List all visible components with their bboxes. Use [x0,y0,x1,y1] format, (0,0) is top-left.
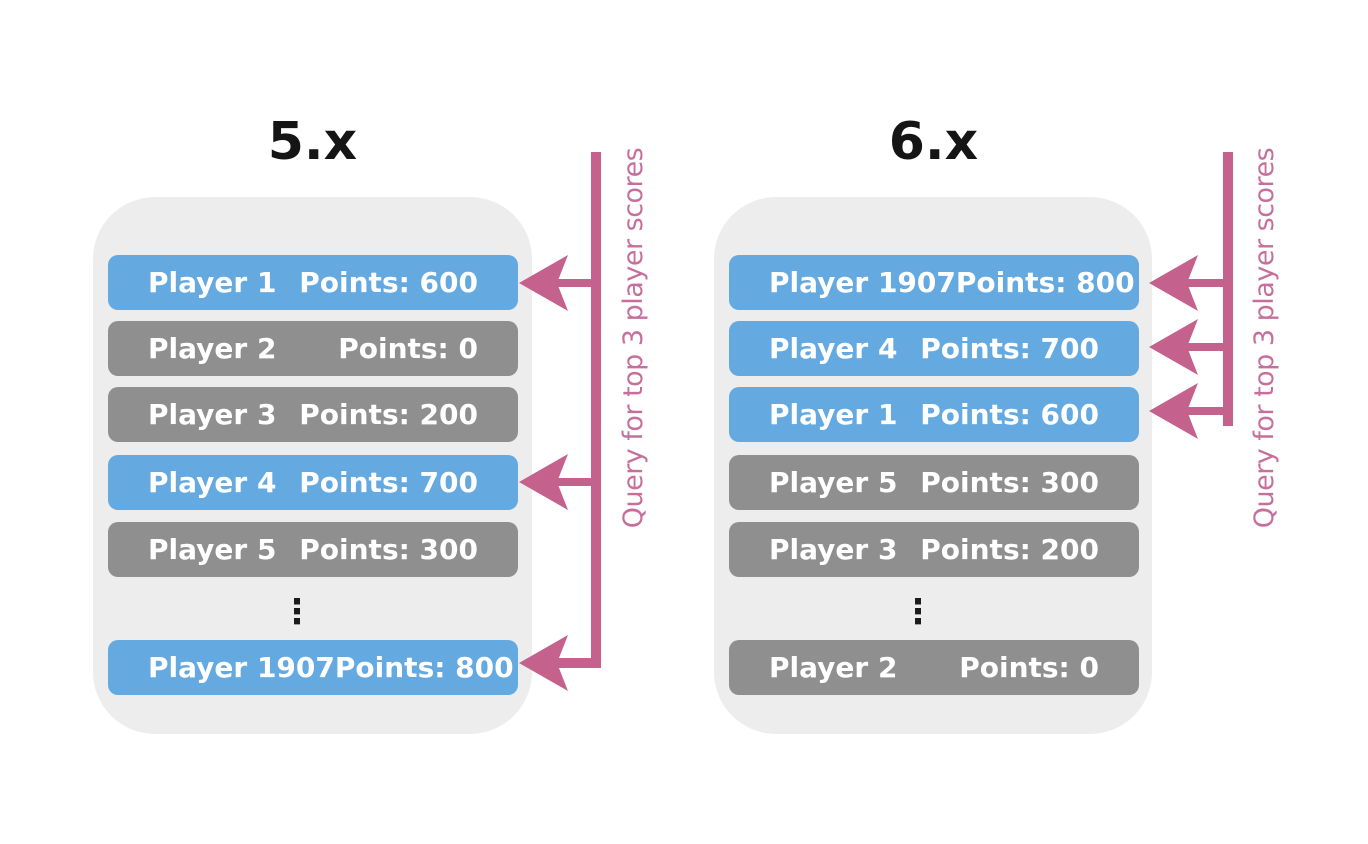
player-name: Player 1 [769,398,898,431]
player-row: Player 4 Points: 700 [108,455,518,510]
ellipsis-dots: ⋮ [280,592,314,632]
annotation-query-top3-5x: Query for top 3 player scores [618,147,649,529]
player-name: Player 5 [148,533,277,566]
player-points: Points: 0 [959,651,1099,684]
player-row: Player 2 Points: 0 [729,640,1139,695]
player-row: Player 2 Points: 0 [108,321,518,376]
player-points: Points: 200 [920,533,1099,566]
player-points: Points: 300 [920,466,1099,499]
player-row: Player 1907 Points: 800 [108,640,518,695]
player-points: Points: 800 [334,651,514,684]
player-row: Player 1907 Points: 800 [729,255,1139,310]
player-row: Player 1 Points: 600 [729,387,1139,442]
panel-title-5x: 5.x [267,112,358,172]
player-points: Points: 800 [955,266,1135,299]
panel-title-6x: 6.x [888,112,979,172]
player-name: Player 5 [769,466,898,499]
player-row: Player 1 Points: 600 [108,255,518,310]
player-row: Player 3 Points: 200 [729,522,1139,577]
player-points: Points: 700 [920,332,1099,365]
player-row: Player 4 Points: 700 [729,321,1139,376]
player-name: Player 1907 [148,651,335,684]
annotation-query-top3-6x: Query for top 3 player scores [1249,147,1280,529]
player-name: Player 1 [148,266,277,299]
player-row: Player 5 Points: 300 [108,522,518,577]
player-points: Points: 600 [920,398,1099,431]
player-name: Player 4 [769,332,898,365]
arrowhead-icon [1149,319,1198,375]
player-name: Player 4 [148,466,277,499]
player-points: Points: 0 [338,332,478,365]
query-arrows-6x [1149,152,1233,439]
player-row: Player 5 Points: 300 [729,455,1139,510]
ellipsis-dots: ⋮ [901,592,935,632]
player-name: Player 1907 [769,266,956,299]
player-name: Player 2 [148,332,277,365]
player-name: Player 3 [148,398,277,431]
player-name: Player 2 [769,651,898,684]
player-row: Player 3 Points: 200 [108,387,518,442]
player-points: Points: 700 [299,466,478,499]
player-points: Points: 200 [299,398,478,431]
arrowhead-icon [1149,255,1198,311]
player-points: Points: 600 [299,266,478,299]
arrowhead-icon [1149,383,1198,439]
player-name: Player 3 [769,533,898,566]
player-points: Points: 300 [299,533,478,566]
